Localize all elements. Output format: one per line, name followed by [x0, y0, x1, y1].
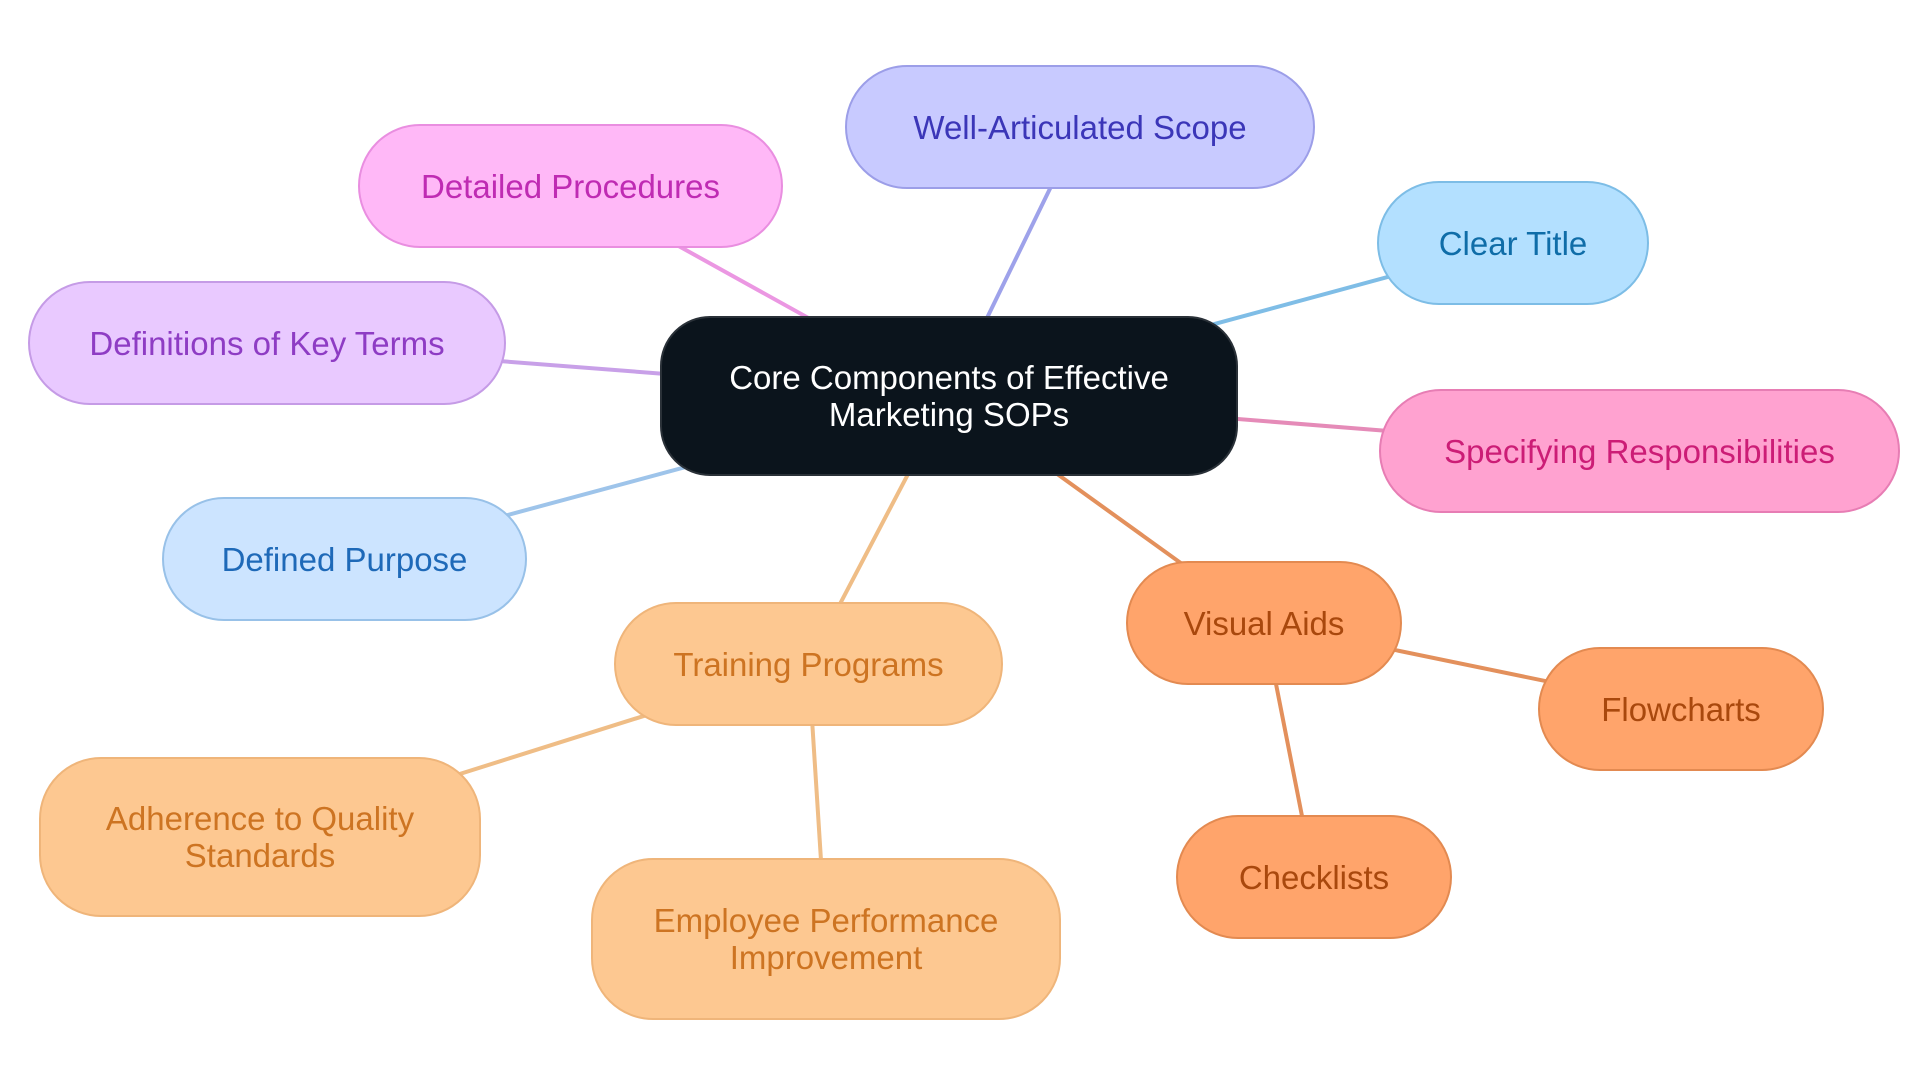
topic-label: Training Programs: [673, 645, 944, 683]
topic-node-specifying-responsibilities: Specifying Responsibilities: [1379, 389, 1900, 513]
topic-node-adherence-to-quality-standards: Adherence to Quality Standards: [39, 757, 481, 917]
topic-node-definitions-of-key-terms: Definitions of Key Terms: [28, 281, 506, 405]
topic-label: Employee Performance Improvement: [653, 902, 999, 976]
topic-node-visual-aids: Visual Aids: [1126, 561, 1402, 685]
topic-node-detailed-procedures: Detailed Procedures: [358, 124, 783, 248]
topic-label: Clear Title: [1438, 224, 1588, 262]
topic-node-flowcharts: Flowcharts: [1538, 647, 1824, 771]
topic-label: Visual Aids: [1183, 604, 1345, 642]
topic-node-clear-title: Clear Title: [1377, 181, 1649, 305]
topic-label: Well-Articulated Scope: [913, 108, 1247, 146]
topic-node-defined-purpose: Defined Purpose: [162, 497, 527, 621]
topic-label: Flowcharts: [1601, 690, 1761, 728]
topic-label: Adherence to Quality Standards: [105, 800, 415, 874]
topic-label: Specifying Responsibilities: [1444, 432, 1835, 470]
topic-label: Defined Purpose: [221, 540, 468, 578]
topic-node-checklists: Checklists: [1176, 815, 1452, 939]
topic-label: Checklists: [1238, 858, 1390, 896]
topic-node-well-articulated-scope: Well-Articulated Scope: [845, 65, 1315, 189]
central-topic-label: Core Components of Effective Marketing S…: [729, 359, 1169, 433]
topic-node-employee-performance-improvement: Employee Performance Improvement: [591, 858, 1061, 1020]
topic-label: Definitions of Key Terms: [89, 324, 445, 362]
topic-label: Detailed Procedures: [421, 167, 720, 205]
central-topic-node: Core Components of Effective Marketing S…: [660, 316, 1238, 476]
topic-node-training-programs: Training Programs: [614, 602, 1003, 726]
